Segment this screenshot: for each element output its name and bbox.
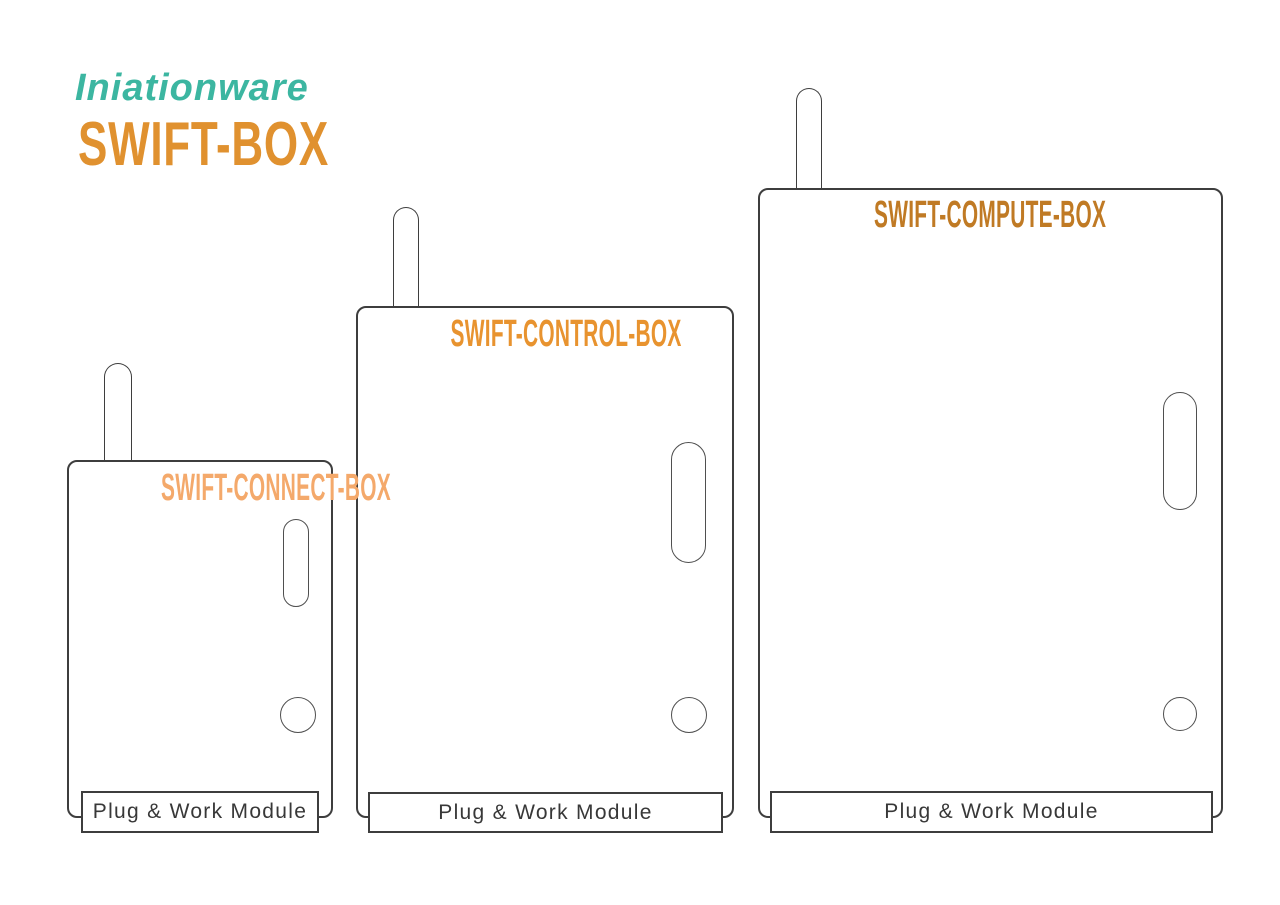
- device-label-text: SWIFT-CONNECT-BOX: [161, 467, 391, 509]
- module-plate: Plug & Work Module: [770, 791, 1213, 833]
- brand-logo-text: Iniationware: [75, 67, 309, 109]
- slot-cutout: [671, 442, 706, 563]
- module-label: Plug & Work Module: [92, 800, 308, 823]
- slot-cutout: [283, 519, 309, 607]
- device-outline: [67, 460, 333, 818]
- module-label: Plug & Work Module: [884, 800, 1099, 823]
- product-title: SWIFT-BOX: [78, 110, 329, 179]
- hole-cutout: [1163, 697, 1197, 731]
- antenna-icon: [393, 207, 419, 308]
- device-outline: [758, 188, 1223, 818]
- antenna-icon: [796, 88, 822, 190]
- hole-cutout: [671, 697, 707, 733]
- device-label: SWIFT-CONNECT-BOX: [67, 469, 391, 507]
- device-label: SWIFT-COMPUTE-BOX: [758, 196, 1223, 234]
- antenna-icon: [104, 363, 132, 462]
- device-label-text: SWIFT-CONTROL-BOX: [450, 313, 682, 355]
- device-outline: [356, 306, 734, 818]
- module-label: Plug & Work Module: [438, 800, 653, 824]
- device-label-text: SWIFT-COMPUTE-BOX: [874, 194, 1107, 236]
- module-plate: Plug & Work Module: [81, 791, 319, 833]
- module-plate: Plug & Work Module: [368, 792, 723, 833]
- slot-cutout: [1163, 392, 1197, 510]
- hole-cutout: [280, 697, 316, 733]
- device-label: SWIFT-CONTROL-BOX: [356, 315, 734, 353]
